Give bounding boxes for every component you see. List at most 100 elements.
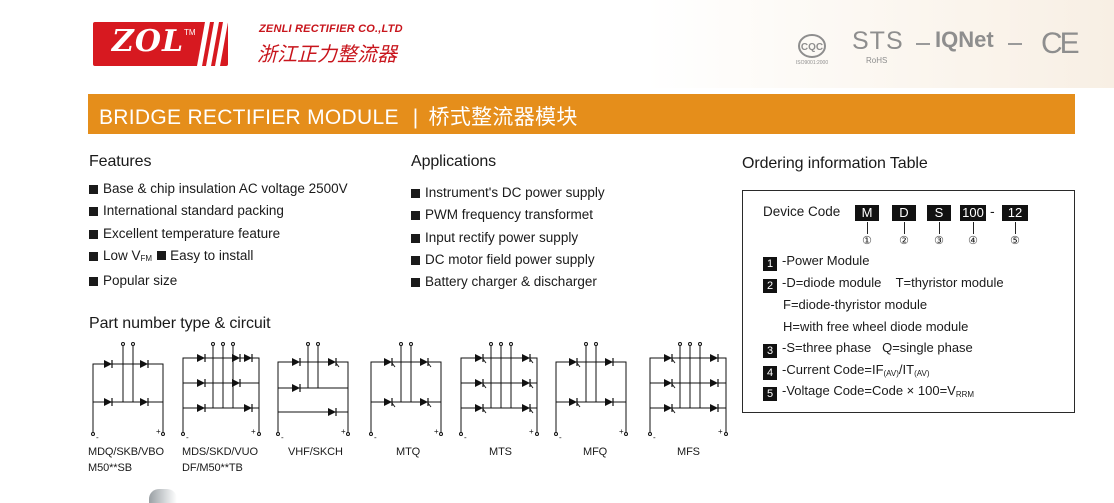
code-part-1: M — [855, 205, 879, 221]
sts-certification: STS — [852, 27, 904, 55]
iqnet-line-left — [916, 43, 930, 45]
circuit-diagrams: - + - + - + - + - + - + - + — [91, 342, 728, 442]
ordering-item-2-cont: F=diode-thyristor module — [783, 297, 928, 312]
list-item: PWM frequency transformet — [411, 204, 605, 226]
ordering-heading: Ordering information Table — [742, 155, 928, 172]
list-item: Base & chip insulation AC voltage 2500V — [89, 178, 348, 200]
code-number-4: ④ — [968, 235, 978, 247]
title-bar: BRIDGE RECTIFIER MODULE | 桥式整流器模块 — [88, 94, 1075, 134]
bullet-square-icon — [157, 250, 167, 260]
circuit-label: MDS/SKD/VUO — [182, 446, 258, 458]
code-number-1: ① — [862, 235, 872, 247]
terminal-plus-4: + — [434, 427, 439, 436]
ordering-item-1: 1-Power Module — [763, 253, 869, 271]
title-cn: 桥式整流器模块 — [428, 106, 578, 129]
bullet-square-icon — [89, 185, 98, 194]
circuit-label: MFS — [677, 446, 700, 458]
brand-logo: ZOL TM — [93, 22, 228, 66]
applications-heading: Applications — [411, 153, 497, 170]
terminal-minus-7: - — [653, 433, 656, 442]
circuit-label: VHF/SKCH — [288, 446, 343, 458]
circuit-label: MFQ — [583, 446, 608, 458]
terminal-plus-3: + — [341, 427, 346, 436]
bullet-square-icon — [411, 189, 420, 198]
circuit-label: DF/M50**TB — [182, 462, 243, 474]
terminal-minus-1: - — [96, 433, 99, 442]
features-list: Base & chip insulation AC voltage 2500V … — [89, 178, 348, 292]
part-number-heading: Part number type & circuit — [89, 315, 271, 332]
terminal-minus-4: - — [374, 433, 377, 442]
company-name-cn: 浙江正力整流器 — [257, 42, 397, 66]
page-title: BRIDGE RECTIFIER MODULE | 桥式整流器模块 — [99, 101, 578, 131]
circuit-mfs — [648, 342, 728, 436]
list-item: Battery charger & discharger — [411, 271, 605, 293]
circuit-label: MTQ — [396, 446, 421, 458]
list-item: Instrument's DC power supply — [411, 182, 605, 204]
code-number-3: ③ — [934, 235, 944, 247]
list-item: DC motor field power supply — [411, 249, 605, 271]
bullet-square-icon — [411, 233, 420, 243]
bullet-square-icon — [411, 255, 420, 265]
code-part-2: D — [892, 205, 916, 221]
code-connector — [939, 222, 940, 234]
product-photo-edge — [149, 489, 177, 503]
ordering-item-5: 5-Voltage Code=Code × 100=VRRM — [763, 383, 974, 401]
terminal-minus-6: - — [559, 433, 562, 442]
code-connector — [1015, 222, 1016, 234]
features-heading: Features — [89, 153, 152, 170]
circuit-vhf — [276, 342, 350, 436]
bullet-square-icon — [411, 211, 420, 221]
bullet-square-icon — [89, 277, 98, 287]
iqnet-line-right — [1008, 43, 1022, 45]
terminal-plus-2: + — [251, 427, 256, 436]
bullet-square-icon — [89, 207, 98, 217]
iqnet-certification: IQNet — [935, 27, 994, 52]
device-code-label: Device Code — [763, 204, 841, 219]
list-item: Input rectify power supply — [411, 227, 605, 249]
circuit-mfq — [554, 342, 628, 436]
circuit-mds — [181, 342, 261, 436]
ordering-item-4: 4-Current Code=IF(AV)/IT(AV) — [763, 362, 930, 380]
rohs-label: RoHS — [866, 56, 888, 65]
logo-stripes-icon — [197, 22, 228, 66]
list-item: Popular size — [89, 270, 348, 292]
circuit-label: MDQ/SKB/VBO — [88, 446, 164, 458]
list-item: Excellent temperature feature — [89, 223, 348, 245]
title-separator: | — [412, 106, 419, 129]
code-number-5: ⑤ — [1010, 235, 1020, 247]
code-connector — [973, 222, 974, 234]
cqc-label: CQC — [801, 42, 823, 53]
cqc-sublabel: ISO9001:2000 — [796, 60, 828, 66]
code-number-2: ② — [899, 235, 909, 247]
ordering-item-3: 3-S=three phase Q=single phase — [763, 340, 973, 358]
code-connector — [867, 222, 868, 234]
cqc-certification-icon: CQC ISO9001:2000 — [796, 34, 828, 66]
terminal-plus-5: + — [529, 427, 534, 436]
ordering-item-2-cont: H=with free wheel diode module — [783, 319, 969, 334]
bullet-square-icon — [89, 251, 98, 261]
code-part-5: 12 — [1002, 205, 1028, 221]
circuit-label: M50**SB — [88, 462, 132, 474]
applications-list: Instrument's DC power supply PWM frequen… — [411, 182, 605, 293]
bullet-square-icon — [411, 278, 420, 288]
code-part-3: S — [927, 205, 951, 221]
list-item: International standard packing — [89, 200, 348, 222]
terminal-plus-7: + — [718, 427, 723, 436]
terminal-minus-2: - — [186, 433, 189, 442]
ordering-table: Device Code M D S 100 - 12 ① ② ③ ④ ⑤ 1-P… — [742, 190, 1075, 413]
company-name-en: ZENLI RECTIFIER CO.,LTD — [259, 23, 403, 35]
code-connector — [904, 222, 905, 234]
ce-certification-icon: CE — [1041, 27, 1080, 60]
ordering-item-2: 2-D=diode module T=thyristor module — [763, 275, 1004, 293]
circuit-mdq — [91, 342, 165, 436]
circuit-mtq — [369, 342, 443, 436]
terminal-minus-3: - — [281, 433, 284, 442]
title-en: BRIDGE RECTIFIER MODULE — [99, 106, 399, 129]
logo-text: ZOL — [111, 24, 185, 59]
terminal-plus-6: + — [619, 427, 624, 436]
code-part-4: 100 — [960, 205, 986, 221]
terminal-plus-1: + — [156, 427, 161, 436]
circuit-label: MTS — [489, 446, 512, 458]
logo-trademark: TM — [184, 28, 196, 37]
